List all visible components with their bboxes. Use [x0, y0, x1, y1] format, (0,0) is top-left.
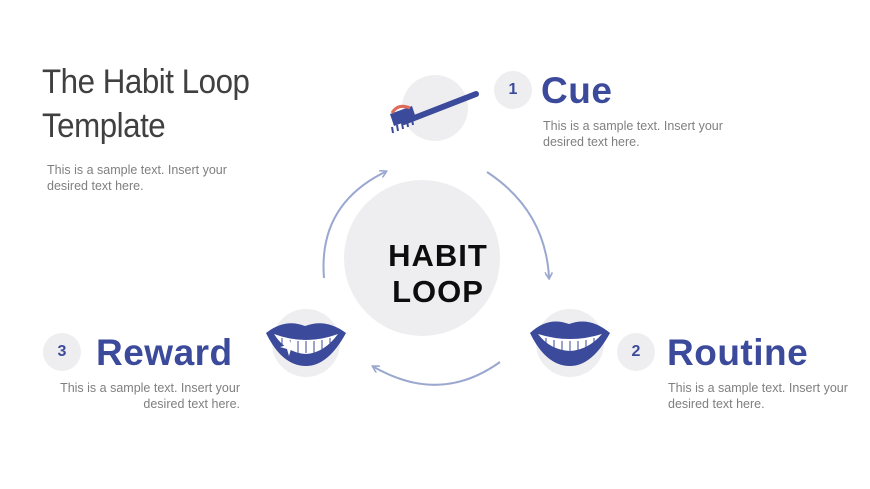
toothbrush-icon [390, 91, 479, 134]
step-2-title: Routine [667, 332, 809, 373]
arrow-cue-to-routine [486, 171, 549, 277]
smile-icon [530, 321, 610, 366]
center-label-line1: HABIT [388, 238, 488, 273]
step-2-text: This is a sample text. Insert your desir… [668, 381, 848, 411]
center-circle [344, 180, 500, 336]
intro-text: This is a sample text. Insert your desir… [47, 163, 227, 193]
center-label: HABIT LOOP [344, 238, 532, 310]
step-3-number: 3 [43, 333, 81, 371]
step-3-title: Reward [96, 332, 233, 373]
step-2-number: 2 [617, 333, 655, 371]
sparkling-smile-icon [266, 323, 346, 366]
center-label-line2: LOOP [392, 274, 484, 309]
step-1-title: Cue [541, 70, 613, 111]
step-1-text: This is a sample text. Insert your desir… [543, 119, 723, 149]
arrow-routine-to-reward [374, 361, 501, 386]
page-title: The Habit Loop Template [42, 63, 250, 145]
step-3-text: This is a sample text. Insert your desir… [60, 381, 240, 411]
arrow-reward-to-cue [322, 172, 385, 279]
step-1-number: 1 [494, 71, 532, 109]
